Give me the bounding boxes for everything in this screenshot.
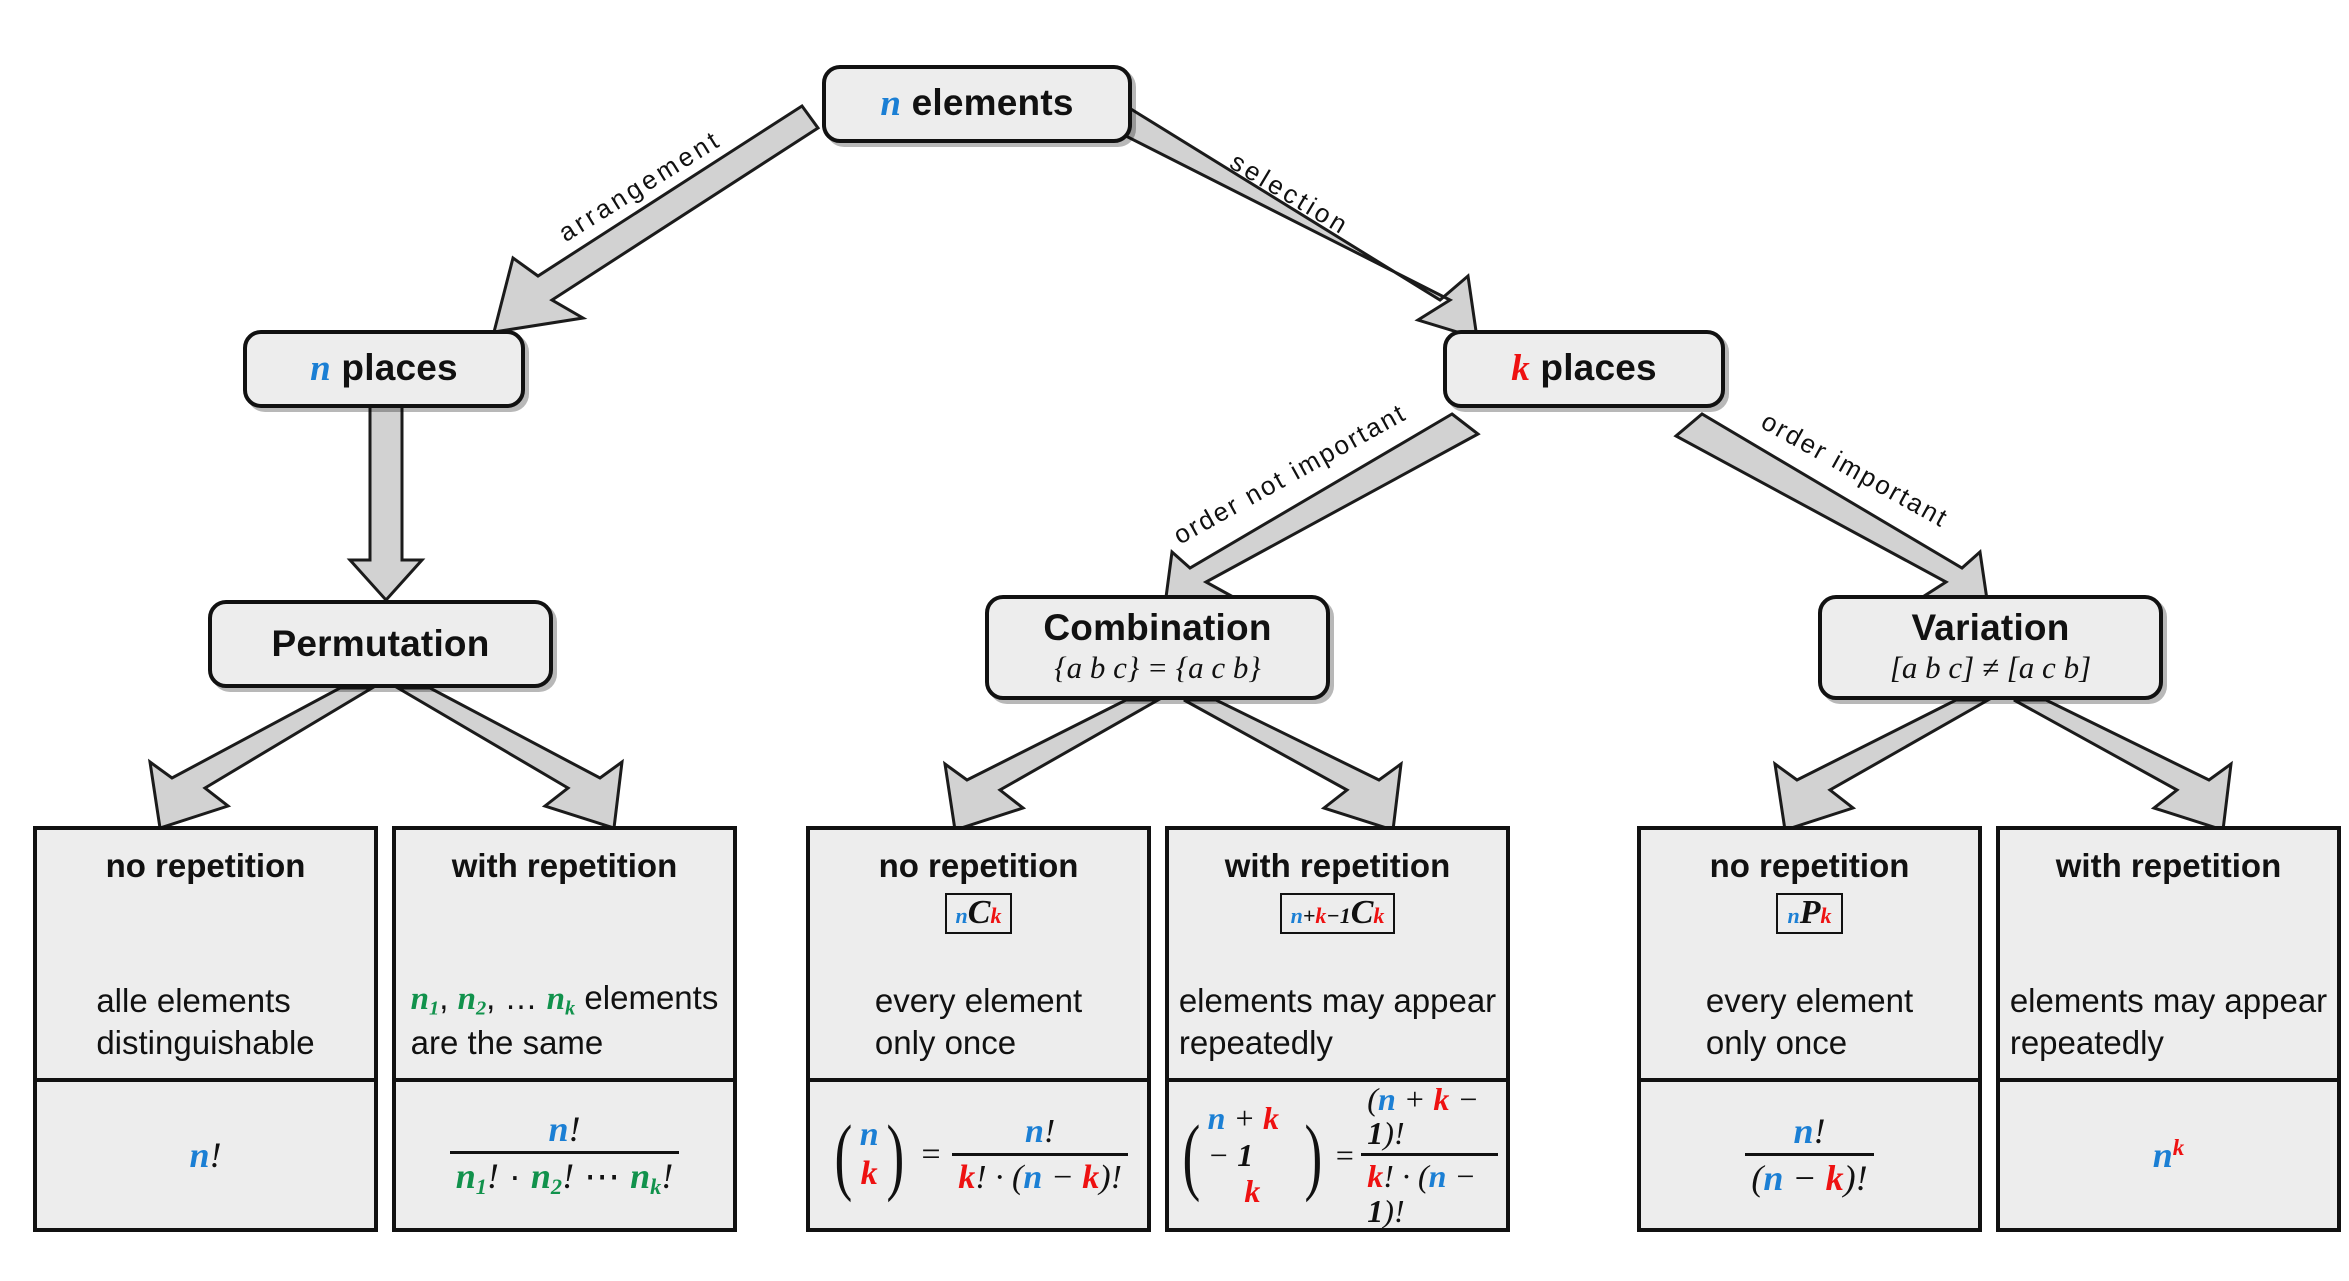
edge-label-order-important: order important — [1756, 405, 1955, 534]
notation-nCk: nCk — [944, 893, 1013, 935]
leaf-head: no repetition — [105, 847, 306, 884]
leaf-description-line1: elements may appear — [1178, 981, 1497, 1019]
node-k-places-label: k places — [1511, 347, 1657, 390]
node-variation-title: Variation — [1911, 607, 2070, 649]
leaf-description-line2: only once — [874, 1023, 1017, 1061]
notation-nPk: nPk — [1776, 893, 1843, 935]
leaf-description-line1: n1, n2, … nk elements — [410, 978, 719, 1020]
node-n-elements-text: elements — [911, 82, 1074, 124]
leaf-upper: no repetition nPk every element only onc… — [1641, 830, 1978, 1078]
leaf-formula: n! n1! · n2! ⋯ nk! — [396, 1078, 733, 1228]
leaf-variation-with-repetition[interactable]: with repetition elements may appear repe… — [1996, 826, 2341, 1232]
node-combination-title: Combination — [1043, 607, 1272, 649]
arrow-nplaces-permutation — [346, 398, 426, 603]
leaf-permutation-with-repetition[interactable]: with repetition n1, n2, … nk elements ar… — [392, 826, 737, 1232]
leaf-description: every element only once — [875, 980, 1082, 1064]
arrow-variation-right — [2013, 698, 2233, 832]
leaf-formula: n! — [37, 1078, 374, 1228]
leaf-description-line1: every element — [874, 981, 1083, 1019]
leaf-upper: with repetition n+k−1Ck elements may app… — [1169, 830, 1506, 1078]
arrow-permutation-left — [147, 686, 378, 830]
edge-label-selection: selection — [1225, 146, 1356, 241]
leaf-upper: with repetition elements may appear repe… — [2000, 830, 2337, 1078]
node-variation[interactable]: Variation [a b c] ≠ [a c b] — [1818, 595, 2163, 700]
leaf-description-line2: only once — [1705, 1023, 1848, 1061]
edge-label-order-not-important: order not important — [1168, 397, 1412, 551]
leaf-head: no repetition — [1709, 847, 1910, 884]
leaf-upper: no repetition nCk every element only onc… — [810, 830, 1147, 1078]
arrow-arrangement — [491, 103, 821, 334]
formula-n-power-k: nk — [2152, 1134, 2185, 1175]
leaf-description: every element only once — [1706, 980, 1913, 1064]
arrow-combination-right — [1183, 698, 1403, 832]
variable-k: k — [1511, 348, 1530, 390]
formula-binomial-nk1: ( n + k − 1 k ) = (n + k − 1)! k! · (n −… — [1177, 1082, 1498, 1228]
leaf-variation-no-repetition[interactable]: no repetition nPk every element only onc… — [1637, 826, 1982, 1232]
arrow-combination-left — [942, 698, 1164, 832]
formula-variation-norep: n! (n − k)! — [1745, 1112, 1874, 1198]
leaf-description-line1: alle elements — [96, 981, 291, 1019]
leaf-head: with repetition — [2055, 847, 2282, 884]
leaf-description-line2: repeatedly — [1178, 1023, 1333, 1061]
node-n-elements[interactable]: n elements — [822, 65, 1132, 143]
node-n-places-text: places — [341, 347, 458, 389]
node-n-elements-label: n elements — [880, 82, 1074, 125]
arrow-selection — [1107, 103, 1479, 341]
leaf-head: with repetition — [1224, 847, 1451, 884]
leaf-description-line1: every element — [1705, 981, 1914, 1019]
leaf-upper: with repetition n1, n2, … nk elements ar… — [396, 830, 733, 1078]
notation-n-plus-k-minus-1-C-k: n+k−1Ck — [1279, 893, 1396, 935]
leaf-permutation-no-repetition[interactable]: no repetition alle elements distinguisha… — [33, 826, 378, 1232]
leaf-head: with repetition — [451, 847, 678, 884]
leaf-description-line2: distinguishable — [96, 1023, 315, 1061]
arrow-permutation-right — [392, 686, 624, 830]
formula-permutation-multiset: n! n1! · n2! ⋯ nk! — [449, 1110, 680, 1199]
leaf-upper: no repetition alle elements distinguisha… — [37, 830, 374, 1078]
node-variation-subtitle: [a b c] ≠ [a c b] — [1889, 649, 2092, 685]
node-permutation[interactable]: Permutation — [208, 600, 553, 688]
variable-n: n — [880, 83, 902, 125]
node-n-places-label: n places — [310, 347, 458, 390]
node-n-places[interactable]: n places — [243, 330, 525, 408]
leaf-description-line2: repeatedly — [2009, 1023, 2164, 1061]
leaf-combination-no-repetition[interactable]: no repetition nCk every element only onc… — [806, 826, 1151, 1232]
node-permutation-title: Permutation — [271, 622, 490, 664]
leaf-head: no repetition — [878, 847, 1079, 884]
leaf-description: n1, n2, … nk elements are the same — [411, 977, 719, 1064]
node-k-places-text: places — [1540, 347, 1657, 389]
node-combination-subtitle: {a b c} = {a c b} — [1054, 649, 1261, 685]
leaf-formula: ( n + k − 1 k ) = (n + k − 1)! k! · (n −… — [1169, 1078, 1506, 1228]
leaf-description: alle elements distinguishable — [96, 980, 314, 1064]
leaf-description: elements may appear repeatedly — [1179, 980, 1496, 1064]
leaf-combination-with-repetition[interactable]: with repetition n+k−1Ck elements may app… — [1165, 826, 1510, 1232]
node-combination[interactable]: Combination {a b c} = {a c b} — [985, 595, 1330, 700]
leaf-description-line2: are the same — [410, 1023, 604, 1061]
formula-n-factorial: n! — [189, 1135, 222, 1175]
edge-label-arrangement: arrangement — [552, 123, 727, 248]
node-k-places[interactable]: k places — [1443, 330, 1725, 408]
leaf-description-line1: elements may appear — [2009, 981, 2328, 1019]
leaf-formula: nk — [2000, 1078, 2337, 1228]
leaf-description: elements may appear repeatedly — [2010, 980, 2327, 1064]
leaf-formula: n! (n − k)! — [1641, 1078, 1978, 1228]
variable-n: n — [310, 348, 331, 390]
arrow-variation-left — [1772, 698, 1994, 832]
